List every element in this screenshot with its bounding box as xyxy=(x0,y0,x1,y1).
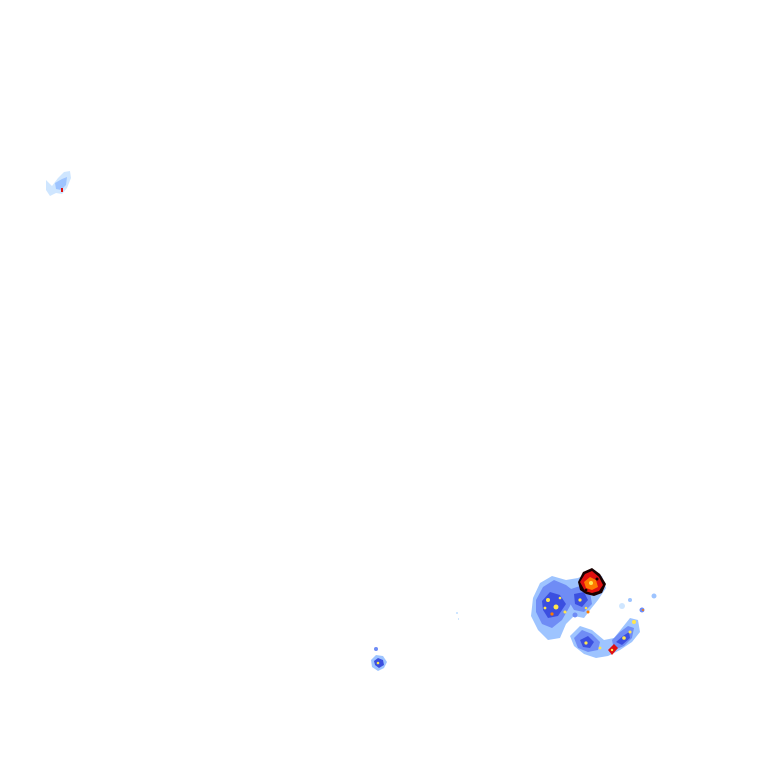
echo-speck xyxy=(456,612,459,620)
echo-cluster-northwest xyxy=(46,171,71,196)
storm-system-southeast xyxy=(531,568,657,658)
echo-cluster-south xyxy=(371,647,387,671)
